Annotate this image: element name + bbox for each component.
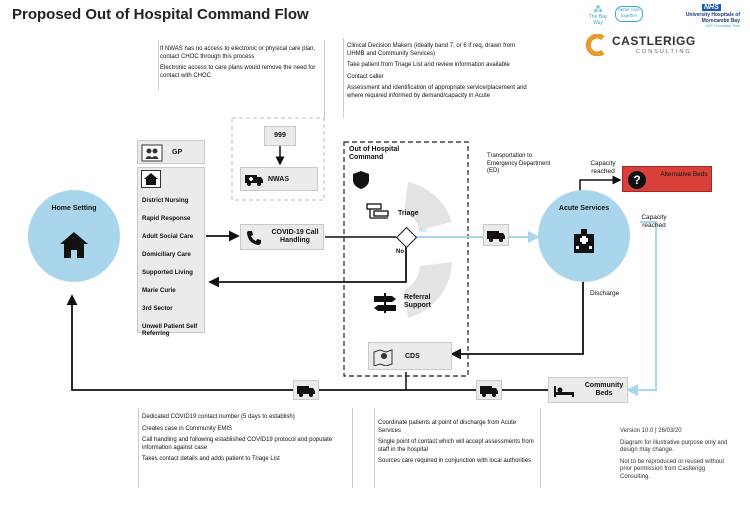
home-icon <box>60 232 88 258</box>
home-setting-label: Home Setting <box>51 205 97 212</box>
svg-text:?: ? <box>633 173 640 187</box>
capacity-reached-label: Capacity reached <box>590 160 616 175</box>
sources-list: District Nursing Rapid Response Adult So… <box>142 197 204 341</box>
signpost-icon <box>374 293 396 313</box>
cds-note-1: Coordinate patients at point of discharg… <box>378 420 517 434</box>
nwas-note-2: Electronic access to care plans would re… <box>160 65 316 79</box>
house-icon <box>141 170 161 188</box>
logo-area: ⁂ The Bay Way better care together NHS U… <box>584 4 744 62</box>
source-item: 3rd Sector <box>142 305 173 312</box>
shield-icon <box>353 171 369 189</box>
discharge-label: Discharge <box>590 290 620 297</box>
source-item: Domiciliary Care <box>142 251 191 258</box>
hospital-icon <box>574 229 594 253</box>
cds-box: CDS <box>368 342 452 370</box>
trust-line-2: Morecambe Bay <box>701 17 740 24</box>
alternative-beds-label: Alternative Beds <box>660 171 708 178</box>
bay-logo-text: The Bay Way <box>588 14 608 26</box>
bay-logo: ⁂ The Bay Way <box>588 4 608 26</box>
nwas-note: If NWAS has no access to electronic or p… <box>160 46 325 84</box>
yes-label: Yes <box>418 228 427 234</box>
call-note-1: Dedicated COVID19 contact number (5 days… <box>142 414 295 420</box>
acute-services-label: Acute Services <box>558 205 610 212</box>
source-item: District Nursing <box>142 197 189 204</box>
nwas-dashed-area <box>231 117 325 201</box>
disclaimer-1: Diagram for illustrative purpose only an… <box>620 439 728 454</box>
no-label: No <box>396 249 404 255</box>
alternative-beds-box: ? Alternative Beds <box>622 166 712 192</box>
cds-note: Coordinate patients at point of discharg… <box>378 420 538 470</box>
call-note-2: Creates case in Community EMIS <box>142 425 233 432</box>
referral-label: Referral Support <box>404 294 431 309</box>
nwas-box: NWAS <box>240 167 318 191</box>
phone-icon <box>247 231 261 245</box>
num999-box: 999 <box>264 126 296 146</box>
question-icon: ? <box>628 171 646 189</box>
call-handling-note: Dedicated COVID19 contact number (5 days… <box>142 414 352 468</box>
trust-line-3: NHS Foundation Trust <box>705 24 740 28</box>
source-item: Rapid Response <box>142 215 191 222</box>
map-icon <box>373 349 393 366</box>
covid-box: COVID-19 Call Handling <box>240 224 324 250</box>
cdm-note: Clinical Decision Makers (ideally band 7… <box>347 43 527 104</box>
page-title: Proposed Out of Hospital Command Flow <box>12 6 309 23</box>
ambulance-icon <box>245 175 263 186</box>
better-care-logo: better care together <box>615 6 643 22</box>
community-beds-label: Community Beds <box>584 382 624 397</box>
source-item: Unwell Patient Self Referring <box>142 323 198 337</box>
trust-line-1: University Hospitals of <box>685 12 740 18</box>
num999-label: 999 <box>274 132 286 139</box>
triage-label: Triage <box>398 210 419 217</box>
triage-icon <box>366 203 389 219</box>
call-note-3: Call handling and following established … <box>142 437 333 451</box>
cdm-note-4: Assessment and identification of appropr… <box>347 85 527 99</box>
gp-box: GP <box>137 140 205 164</box>
return-ambulance-box <box>293 380 319 400</box>
ambulance-icon <box>487 231 505 242</box>
version-note: Version 10.0 | 26/03/20 Diagram for illu… <box>620 428 730 485</box>
cdm-note-3: Contact caller <box>347 73 384 80</box>
cdm-note-2: Take patient from Triage List and review… <box>347 62 510 68</box>
sources-box <box>137 167 205 333</box>
capacity-reached-label: Capacity reached <box>641 214 667 229</box>
castlerigg-logo-text: CASTLERIGG <box>612 34 696 48</box>
source-item: Supported Living <box>142 269 193 276</box>
trust-logo: University Hospitals of Morecambe Bay NH… <box>654 12 740 30</box>
transport-label: Transportation to Emergency Department (… <box>487 153 551 174</box>
gp-label: GP <box>172 149 183 156</box>
acute-services-node: Acute Services <box>538 190 630 282</box>
disclaimer-2: Not to be reproduced or reused without p… <box>620 458 725 480</box>
cds-label: CDS <box>405 353 420 360</box>
call-note-4: Takes contact details and adds patient t… <box>142 456 280 462</box>
cds-note-2: Single point of contact which will accep… <box>378 439 534 453</box>
ambulance-icon <box>297 386 315 397</box>
castlerigg-logo-mark <box>586 34 605 56</box>
source-item: Adult Social Care <box>142 233 194 240</box>
consulting-logo-text: CONSULTING <box>636 49 692 55</box>
nhs-logo: NHS <box>702 4 721 11</box>
source-item: Marie Curie <box>142 287 176 294</box>
community-ambulance-box <box>476 380 502 400</box>
home-setting-node: Home Setting <box>28 190 120 282</box>
ooh-label: Out of Hospital Command <box>349 146 400 161</box>
version-label: Version 10.0 | 26/03/20 <box>620 428 682 434</box>
cds-note-3: Sources care required in conjunction wit… <box>378 458 532 464</box>
bed-icon <box>554 386 574 397</box>
people-icon <box>141 144 163 162</box>
community-beds-box: Community Beds <box>548 377 628 403</box>
cdm-note-1: Clinical Decision Makers (ideally band 7… <box>347 43 516 57</box>
nwas-note-1: If NWAS has no access to electronic or p… <box>160 46 316 60</box>
ambulance-icon <box>480 386 498 397</box>
transport-ambulance-box <box>483 224 509 246</box>
covid-label: COVID-19 Call Handling <box>271 229 319 244</box>
nwas-label: NWAS <box>268 176 289 183</box>
